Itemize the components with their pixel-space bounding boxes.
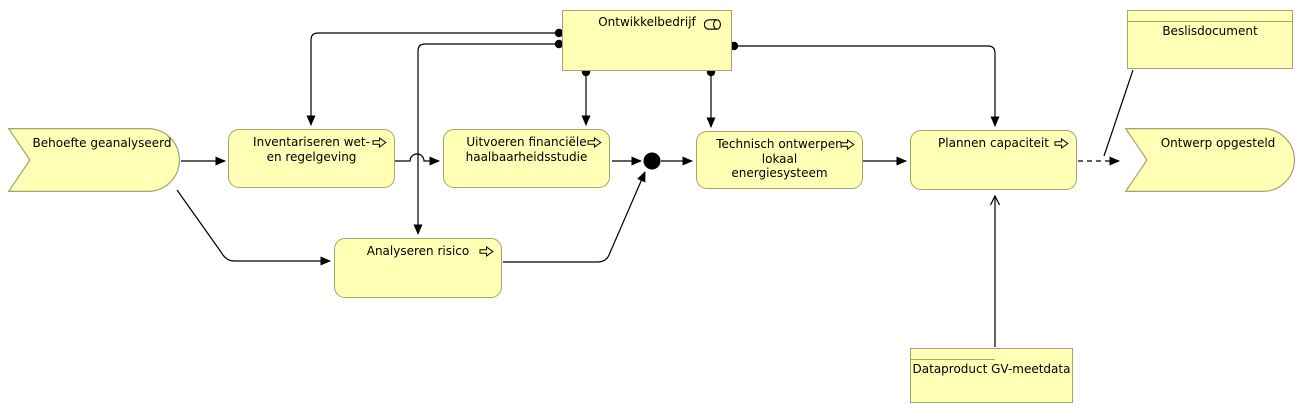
edge-trigger-analyseren-junction [503,171,646,263]
object-label: Dataproduct GV-meetdata [912,362,1071,376]
or-junction [643,152,661,170]
assignment-source-dot [554,28,564,38]
role-ontwikkelbedrijf: Ontwikkelbedrijf [562,10,732,71]
event-label: Behoefte geanalyseerd [32,136,172,150]
edge-assign-ontwikkelbedrijf-analyseren [413,43,559,235]
assignment-source-dot [554,39,564,49]
object-beslisdocument: Beslisdocument [1127,10,1293,69]
object-label: Beslisdocument [1162,24,1258,38]
object-top-band [911,359,995,360]
object-top-band [1128,21,1292,22]
process-inventariseren: Inventariseren wet- en regelgeving [228,129,395,188]
event-ontwerp-opgesteld: Ontwerp opgesteld [1125,128,1295,192]
event-behoefte-geanalyseerd: Behoefte geanalyseerd [8,128,180,192]
process-arrow-icon [587,137,602,148]
process-label: Plannen capaciteit [938,136,1049,150]
edge-association-beslisdocument-flow [1103,69,1134,157]
event-label: Ontwerp opgesteld [1160,136,1276,150]
edge-trigger-inventariseren-uitvoeren [395,153,440,166]
process-label: Inventariseren wet- en regelgeving [253,135,370,164]
process-arrow-icon [1054,138,1069,149]
role-label: Ontwikkelbedrijf [598,15,696,29]
event-shape [8,128,180,192]
process-arrow-icon [372,137,387,148]
process-analyseren-risico: Analyseren risico [334,238,502,298]
edge-assign-ontwikkelbedrijf-plannen [734,45,1000,127]
process-arrow-icon [479,246,494,257]
event-shape [1125,128,1295,192]
business-role-icon [704,19,721,30]
process-technisch-ontwerpen: Technisch ontwerpen lokaal energiesystee… [696,131,863,189]
object-dataproduct-gv-meetdata: Dataproduct GV-meetdata [910,348,1073,403]
process-plannen-capaciteit: Plannen capaciteit [910,130,1077,190]
process-arrow-icon [840,139,855,150]
process-label: Uitvoeren financiële haalbaarheidsstudie [465,135,588,164]
edge-assign-ontwikkelbedrijf-inventariseren [306,32,559,126]
process-uitvoeren: Uitvoeren financiële haalbaarheidsstudie [443,129,610,188]
edge-trigger-behoefte-analyseren [176,189,331,266]
process-label: Technisch ontwerpen lokaal energiesystee… [716,137,843,181]
process-label: Analyseren risico [366,244,470,258]
